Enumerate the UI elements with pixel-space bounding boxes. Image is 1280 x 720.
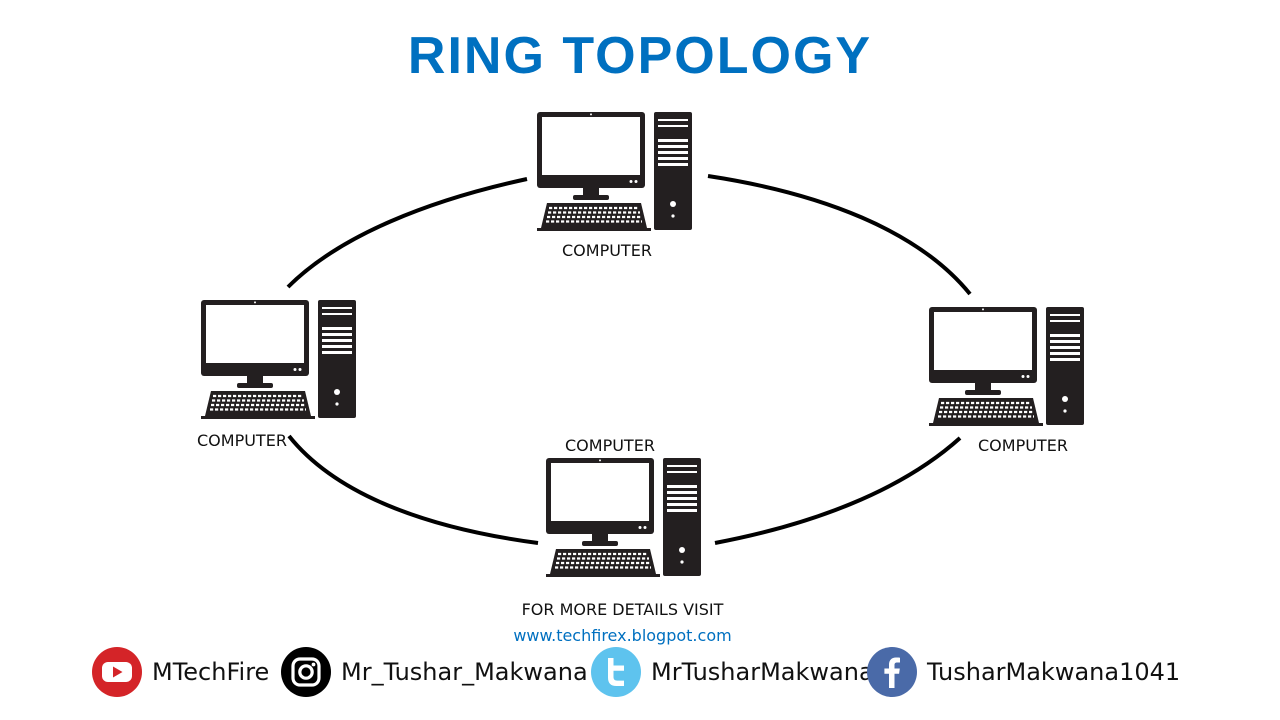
social-youtube[interactable]: MTechFire [91,646,269,698]
computer-label-bottom: COMPUTER [565,436,655,455]
ring-segment-top-left [286,177,528,289]
visit-text: FOR MORE DETAILS VISIT [521,600,724,619]
ring-segment-bottom-right [714,436,962,545]
social-instagram[interactable]: Mr_Tushar_Makwana [280,646,588,698]
website-link[interactable]: www.techfirex.blogpot.com [513,626,732,645]
page-title: RING TOPOLOGY [407,27,873,85]
ring-segment-bottom-left [287,434,539,545]
youtube-handle: MTechFire [152,658,270,686]
computer-label-left: COMPUTER [197,431,287,450]
computer-icon-bottom [544,456,703,579]
ring-segment-top-right [707,174,972,296]
youtube-icon [92,647,142,697]
facebook-icon [867,647,917,697]
facebook-handle: TusharMakwana1041 [927,658,1181,686]
instagram-handle: Mr_Tushar_Makwana [341,658,588,686]
computer-icon-top [535,110,694,233]
computer-label-right: COMPUTER [978,436,1068,455]
computer-icon-right [927,305,1086,428]
twitter-icon [591,647,641,697]
instagram-icon [281,647,331,697]
computer-label-top: COMPUTER [562,241,652,260]
social-twitter[interactable]: MrTusharMakwana [590,646,874,698]
social-facebook[interactable]: TusharMakwana1041 [866,646,1180,698]
computer-icon-left [199,298,358,421]
twitter-handle: MrTusharMakwana [651,658,874,686]
ring-connection [286,174,972,545]
